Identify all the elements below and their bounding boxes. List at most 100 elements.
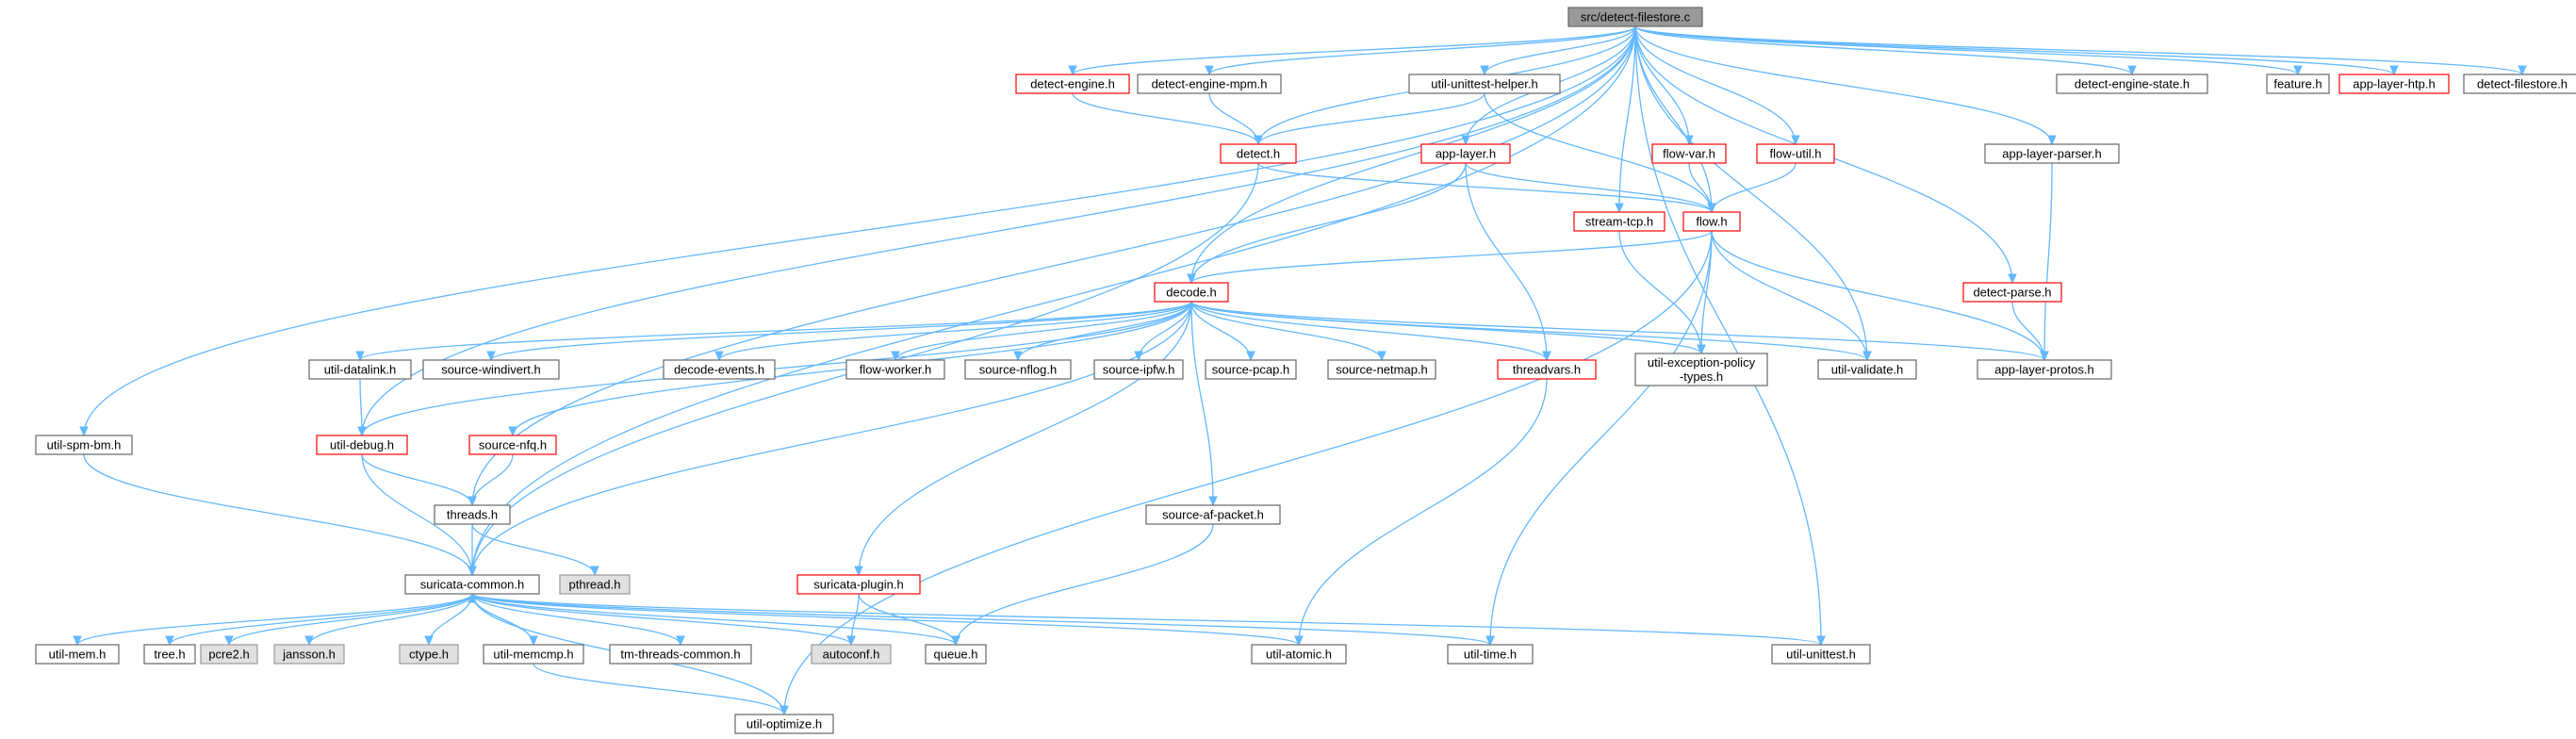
dependency-edge xyxy=(490,301,1192,361)
node-util-atomic[interactable]: util-atomic.h xyxy=(1251,644,1347,665)
node-box xyxy=(1420,143,1511,164)
node-pcre2[interactable]: pcre2.h xyxy=(200,644,258,665)
dependency-edge xyxy=(1190,25,1636,284)
dependency-edge xyxy=(858,593,957,646)
dependency-edge xyxy=(1484,92,1713,213)
node-label: decode.h xyxy=(1166,286,1217,300)
node-label: source-nfq.h xyxy=(479,438,547,452)
node-box xyxy=(399,644,459,665)
node-box xyxy=(2338,74,2450,94)
node-box xyxy=(1251,644,1347,665)
node-app-layer-protos[interactable]: app-layer-protos.h xyxy=(1977,359,2112,380)
node-label: util-optimize.h xyxy=(747,717,822,731)
dependency-edge xyxy=(1711,162,1797,213)
node-util-validate[interactable]: util-validate.h xyxy=(1817,359,1917,380)
node-label: jansson.h xyxy=(282,648,336,662)
node-util-debug[interactable]: util-debug.h xyxy=(316,435,408,455)
dependency-edge xyxy=(471,25,1636,506)
node-source-ipfw[interactable]: source-ipfw.h xyxy=(1093,359,1184,380)
node-util-optimize[interactable]: util-optimize.h xyxy=(734,714,834,734)
node-ctype[interactable]: ctype.h xyxy=(399,644,459,665)
node-util-unittest[interactable]: util-unittest.h xyxy=(1771,644,1871,665)
node-label: autoconf.h xyxy=(823,648,880,662)
node-decode-events[interactable]: decode-events.h xyxy=(663,359,776,380)
node-detect[interactable]: detect.h xyxy=(1220,143,1297,164)
node-label: threadvars.h xyxy=(1513,363,1581,377)
node-suricata-common[interactable]: suricata-common.h xyxy=(404,574,540,595)
node-flow-var[interactable]: flow-var.h xyxy=(1651,143,1727,164)
node-util-mem[interactable]: util-mem.h xyxy=(35,644,120,665)
dependency-edge xyxy=(1465,162,1548,361)
node-threadvars[interactable]: threadvars.h xyxy=(1497,359,1597,380)
dependency-edge xyxy=(1190,301,1868,361)
node-box xyxy=(468,435,557,455)
node-app-layer-htp[interactable]: app-layer-htp.h xyxy=(2338,74,2450,94)
node-source-nfq[interactable]: source-nfq.h xyxy=(468,435,557,455)
node-util-unittest-helper[interactable]: util-unittest-helper.h xyxy=(1408,74,1561,94)
node-root[interactable]: src/detect-filestore.c xyxy=(1567,7,1703,27)
dependency-edge xyxy=(955,523,1214,646)
node-box xyxy=(308,359,412,380)
dependency-edge xyxy=(228,593,473,646)
dependency-edge xyxy=(361,453,473,576)
node-box xyxy=(845,359,945,380)
node-source-windivert[interactable]: source-windivert.h xyxy=(422,359,560,380)
dependency-edge xyxy=(471,25,1636,576)
dependency-edge xyxy=(783,230,1713,715)
node-tree[interactable]: tree.h xyxy=(143,644,196,665)
node-flow-util[interactable]: flow-util.h xyxy=(1756,143,1835,164)
node-box xyxy=(316,435,408,455)
node-flow[interactable]: flow.h xyxy=(1682,211,1741,232)
node-autoconf[interactable]: autoconf.h xyxy=(811,644,892,665)
node-box xyxy=(1408,74,1561,94)
node-label: src/detect-filestore.c xyxy=(1581,10,1691,25)
node-suricata-plugin[interactable]: suricata-plugin.h xyxy=(796,574,921,595)
node-util-exception-policy-types[interactable]: util-exception-policy-types.h xyxy=(1634,353,1768,386)
node-tm-threads-common[interactable]: tm-threads-common.h xyxy=(609,644,752,665)
node-jansson[interactable]: jansson.h xyxy=(273,644,345,665)
node-box xyxy=(1573,211,1665,232)
dependency-edge xyxy=(1190,162,1467,284)
node-box xyxy=(1015,74,1130,94)
edge-arrowhead xyxy=(1816,635,1826,647)
node-app-layer-parser[interactable]: app-layer-parser.h xyxy=(1984,143,2120,164)
node-box xyxy=(434,504,511,525)
edge-layer xyxy=(73,25,2527,716)
node-detect-engine-state[interactable]: detect-engine-state.h xyxy=(2056,74,2208,94)
edge-arrowhead xyxy=(508,426,517,437)
node-box xyxy=(1984,143,2120,164)
node-detect-engine-mpm[interactable]: detect-engine-mpm.h xyxy=(1137,74,1282,94)
node-source-netmap[interactable]: source-netmap.h xyxy=(1327,359,1436,380)
dependency-edge xyxy=(1634,25,1797,145)
dependency-edge xyxy=(1634,25,2299,75)
node-decode[interactable]: decode.h xyxy=(1154,282,1229,303)
dependency-edge xyxy=(1634,25,2395,75)
node-box xyxy=(734,714,834,734)
node-app-layer[interactable]: app-layer.h xyxy=(1420,143,1511,164)
dependency-edge xyxy=(1072,92,1259,145)
node-queue[interactable]: queue.h xyxy=(925,644,987,665)
node-source-pcap[interactable]: source-pcap.h xyxy=(1205,359,1297,380)
node-util-datalink[interactable]: util-datalink.h xyxy=(308,359,412,380)
node-flow-worker[interactable]: flow-worker.h xyxy=(845,359,945,380)
edge-arrowhead xyxy=(1615,203,1624,214)
node-threads[interactable]: threads.h xyxy=(434,504,511,525)
node-source-af-packet[interactable]: source-af-packet.h xyxy=(1145,504,1281,525)
node-label: detect-filestore.h xyxy=(2477,77,2568,91)
node-detect-engine[interactable]: detect-engine.h xyxy=(1015,74,1130,94)
edge-arrowhead xyxy=(165,635,174,647)
node-source-nflog[interactable]: source-nflog.h xyxy=(964,359,1072,380)
dependency-edge xyxy=(1190,230,1713,284)
node-label: util-time.h xyxy=(1464,648,1517,662)
node-detect-parse[interactable]: detect-parse.h xyxy=(1962,282,2062,303)
dependency-edge xyxy=(471,593,957,646)
node-detect-filestore[interactable]: detect-filestore.h xyxy=(2463,74,2576,94)
dependency-edge xyxy=(308,593,473,646)
node-util-time[interactable]: util-time.h xyxy=(1447,644,1534,665)
edge-arrowhead xyxy=(304,635,314,647)
node-pthread[interactable]: pthread.h xyxy=(559,574,631,595)
node-util-memcmp[interactable]: util-memcmp.h xyxy=(483,644,584,665)
node-feature[interactable]: feature.h xyxy=(2266,74,2330,94)
node-stream-tcp[interactable]: stream-tcp.h xyxy=(1573,211,1665,232)
node-util-spm-bm[interactable]: util-spm-bm.h xyxy=(35,435,133,455)
